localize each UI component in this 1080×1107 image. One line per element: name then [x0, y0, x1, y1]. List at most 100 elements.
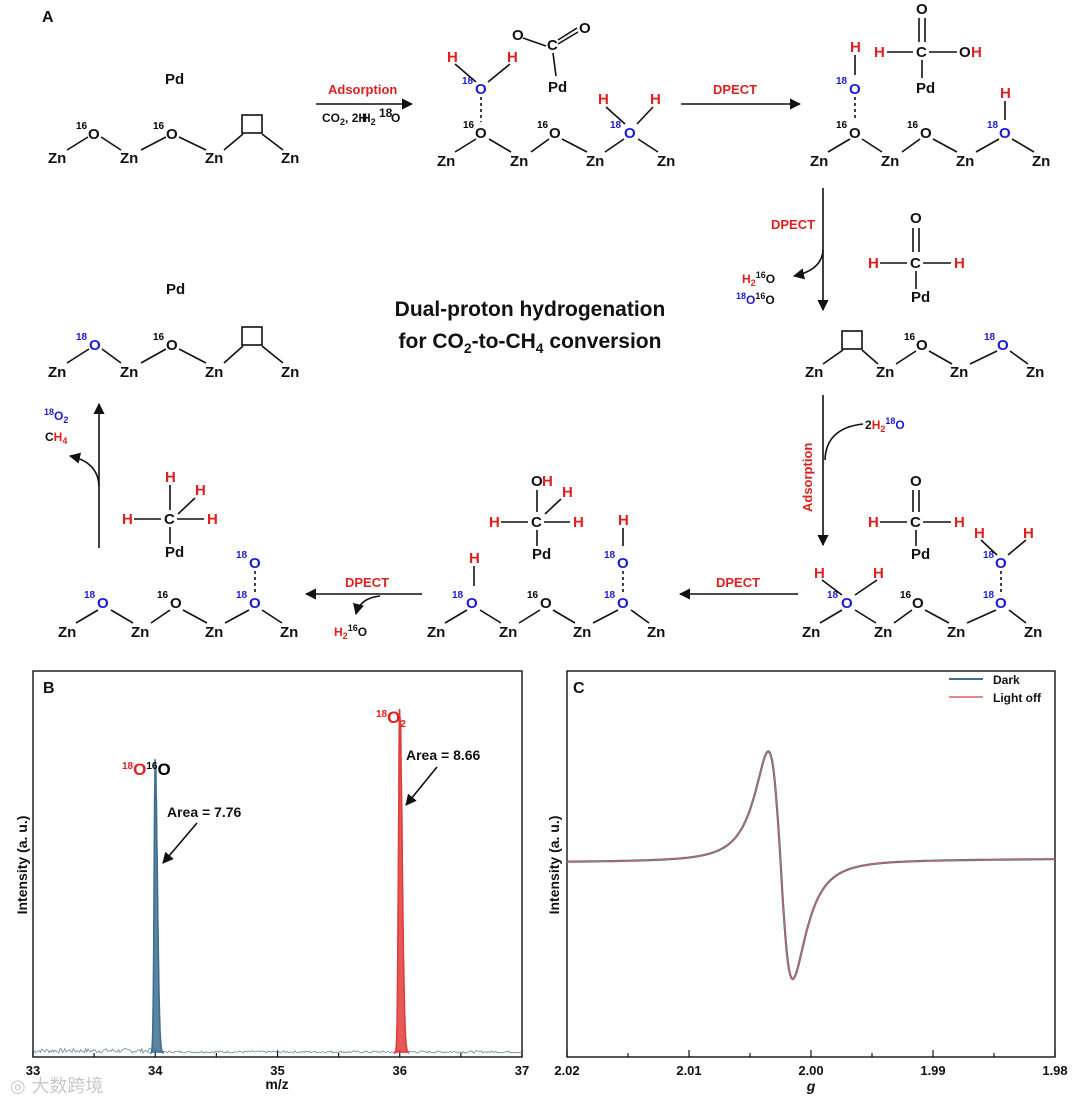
noise-trace — [32, 1047, 523, 1054]
x-tick-label: 35 — [270, 1063, 284, 1078]
panel-a-label: A — [42, 9, 54, 26]
x-axis-label: g — [806, 1078, 816, 1094]
structure-1: Pd Zn Zn Zn Zn 16 O 16 O — [48, 71, 299, 167]
svg-text:O: O — [916, 337, 928, 354]
svg-text:O: O — [910, 210, 922, 227]
svg-text:O: O — [89, 337, 101, 354]
o16-label: O — [88, 126, 100, 143]
svg-text:CO2, 2H: CO2, 2H — [322, 111, 367, 127]
svg-text:Pd: Pd — [911, 289, 930, 306]
svg-text:O: O — [959, 44, 971, 61]
svg-text:18: 18 — [983, 590, 995, 601]
x-tick-label: 33 — [26, 1063, 40, 1078]
scheme-title: Dual-proton hydrogenation — [395, 298, 666, 321]
svg-text:O: O — [916, 1, 928, 18]
svg-text:O: O — [624, 125, 636, 142]
svg-text:O: O — [617, 555, 629, 572]
y-axis-label: Intensity (a. u.) — [14, 816, 30, 915]
svg-text:O: O — [170, 595, 182, 612]
svg-text:16: 16 — [527, 590, 539, 601]
svg-text:Zn: Zn — [810, 153, 828, 170]
svg-text:O: O — [997, 337, 1009, 354]
y-axis-label: Intensity (a. u.) — [546, 816, 562, 915]
svg-text:18: 18 — [604, 590, 616, 601]
svg-text:Zn: Zn — [1032, 153, 1050, 170]
series-dark-line — [567, 750, 1055, 981]
svg-text:H: H — [650, 91, 661, 108]
peak-18o16o-area — [149, 759, 165, 1053]
structure-3: H 18 O O H C O H Pd 16 O 16 O H 18 O Zn … — [810, 1, 1050, 170]
svg-text:18: 18 — [84, 590, 96, 601]
svg-text:18: 18 — [452, 590, 464, 601]
x-tick-label: 34 — [148, 1063, 163, 1078]
x-tick-label: 1.99 — [920, 1063, 945, 1078]
svg-text:O: O — [999, 125, 1011, 142]
panel-c-label: C — [573, 680, 585, 697]
reaction-scheme: A Pd Zn Zn Zn Zn 16 O 16 O Adsorption CO… — [42, 1, 1050, 641]
svg-text:O: O — [249, 555, 261, 572]
zn-label: Zn — [281, 150, 299, 167]
svg-text:Zn: Zn — [950, 364, 968, 381]
svg-text:H: H — [954, 255, 965, 272]
zn-label: Zn — [48, 150, 66, 167]
svg-text:Zn: Zn — [499, 624, 517, 641]
svg-text:C: C — [910, 255, 921, 272]
svg-text:Zn: Zn — [58, 624, 76, 641]
svg-text:Zn: Zn — [647, 624, 665, 641]
svg-text:H: H — [447, 49, 458, 66]
svg-text:O: O — [512, 27, 524, 44]
svg-text:18O2: 18O2 — [44, 407, 68, 425]
x-axis-label: m/z — [265, 1076, 288, 1092]
svg-text:O: O — [475, 125, 487, 142]
svg-text:18: 18 — [379, 106, 393, 120]
svg-text:H: H — [814, 565, 825, 582]
svg-text:18O16O: 18O16O — [736, 291, 775, 307]
svg-text:2H218O: 2H218O — [865, 416, 905, 434]
svg-text:O: O — [995, 555, 1007, 572]
svg-text:O: O — [466, 595, 478, 612]
svg-text:Zn: Zn — [805, 364, 823, 381]
legend-label-light-off: Light off — [993, 691, 1042, 705]
x-tick-label: 2.02 — [554, 1063, 579, 1078]
svg-text:H216O: H216O — [334, 623, 367, 641]
svg-text:18: 18 — [984, 332, 996, 343]
svg-text:DPECT: DPECT — [716, 575, 760, 590]
svg-text:Zn: Zn — [657, 153, 675, 170]
formyl-intermediate: O H C H Pd — [868, 210, 965, 306]
svg-text:Pd: Pd — [165, 544, 184, 561]
annotation-arrow — [405, 766, 438, 806]
svg-text:O: O — [849, 125, 861, 142]
svg-text:H: H — [573, 514, 584, 531]
watermark-logo: ◎ 大数跨境 — [10, 1076, 104, 1097]
svg-text:O: O — [920, 125, 932, 142]
svg-text:O: O — [540, 595, 552, 612]
svg-text:18: 18 — [236, 590, 248, 601]
svg-text:C: C — [547, 37, 558, 54]
svg-text:Zn: Zn — [876, 364, 894, 381]
baseline-noise — [32, 1047, 523, 1054]
svg-text:18: 18 — [987, 120, 999, 131]
svg-text:Zn: Zn — [1024, 624, 1042, 641]
svg-text:H: H — [562, 484, 573, 501]
svg-text:16: 16 — [76, 121, 88, 132]
plot-frame — [32, 670, 523, 1058]
svg-text:16: 16 — [537, 120, 549, 131]
structure-6: O H H H C H Pd H 18 O H 18 O 16 O 18 O Z… — [427, 473, 665, 641]
svg-text:H: H — [1023, 525, 1034, 542]
svg-text:Zn: Zn — [947, 624, 965, 641]
x-tick-label: 1.98 — [1042, 1063, 1067, 1078]
svg-text:18: 18 — [76, 332, 88, 343]
svg-text:Pd: Pd — [911, 546, 930, 563]
svg-text:H: H — [850, 39, 861, 56]
svg-text:H: H — [507, 49, 518, 66]
svg-text:H: H — [195, 482, 206, 499]
svg-text:H: H — [974, 525, 985, 542]
svg-text:Zn: Zn — [120, 364, 138, 381]
svg-text:H: H — [954, 514, 965, 531]
svg-text:H216O: H216O — [742, 270, 775, 288]
vacancy-icon — [241, 326, 263, 346]
annotation-arrow — [162, 822, 198, 864]
svg-text:Zn: Zn — [874, 624, 892, 641]
svg-text:O: O — [910, 473, 922, 490]
svg-text:16: 16 — [153, 332, 165, 343]
